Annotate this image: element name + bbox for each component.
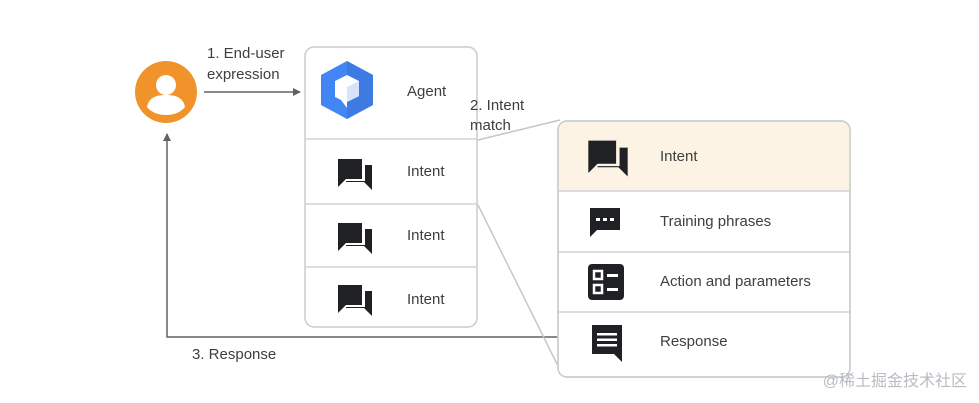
chat-dots-icon xyxy=(590,208,620,237)
user-avatar-icon xyxy=(135,61,197,123)
response-label: Response xyxy=(660,333,728,350)
message-lines-icon xyxy=(592,325,622,362)
agent-label: Agent xyxy=(407,83,447,100)
step2-label-line1: 2. Intent xyxy=(470,97,525,114)
step3-label: 3. Response xyxy=(192,346,277,363)
step2-label-line2: match xyxy=(470,117,511,134)
detail-panel xyxy=(557,120,851,378)
chat-bubbles-icon xyxy=(338,285,372,316)
agent-intent-label-2: Intent xyxy=(407,227,445,244)
agent-intent-label-3: Intent xyxy=(407,291,445,308)
chat-bubbles-icon xyxy=(588,140,628,177)
agent-intent-label-1: Intent xyxy=(407,163,445,180)
agent-logo-icon xyxy=(321,61,373,119)
action-parameters-label: Action and parameters xyxy=(660,273,811,290)
checklist-icon xyxy=(588,264,624,300)
training-phrases-label: Training phrases xyxy=(660,213,772,230)
watermark: @稀土掘金技术社区 xyxy=(822,373,967,390)
zoom-connector-top xyxy=(477,119,561,141)
detail-intent-label: Intent xyxy=(660,148,698,165)
arrow-response-path xyxy=(163,133,558,338)
zoom-connector-bottom xyxy=(477,204,561,371)
step1-label-line2: expression xyxy=(207,66,280,83)
chat-bubbles-icon xyxy=(338,159,372,190)
step1-label-line1: 1. End-user xyxy=(207,45,285,62)
chat-bubbles-icon xyxy=(338,223,372,254)
